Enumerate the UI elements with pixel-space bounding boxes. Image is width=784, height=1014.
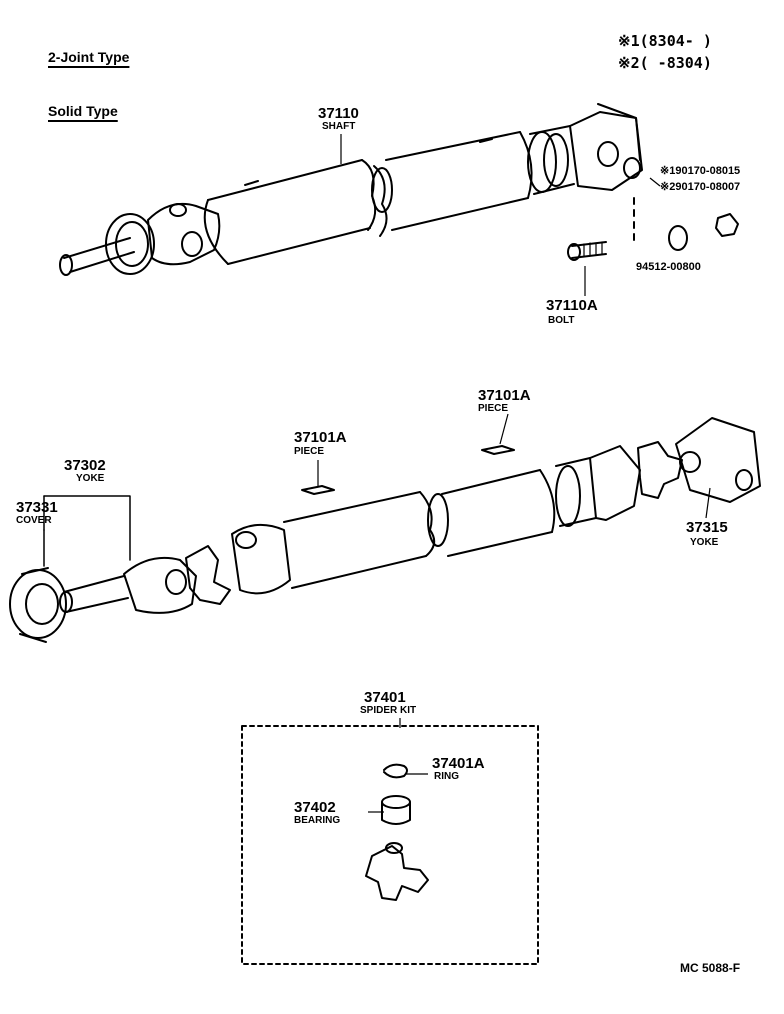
yoke-rear-part-no: 37315: [686, 519, 728, 536]
cover-part-no: 37331: [16, 499, 58, 516]
piece-right-part-name: PIECE: [478, 403, 509, 414]
diagram-code: MC 5088-F: [680, 961, 741, 975]
title-solid: Solid Type: [48, 103, 118, 119]
spider-kit-part-name: SPIDER KIT: [360, 705, 417, 716]
nut-part-no-2: ※290170-08007: [660, 181, 741, 193]
nut-part-no-1: ※190170-08015: [660, 165, 741, 177]
upper-shaft-assembly: [59, 103, 739, 276]
middle-shaft-assembly: [9, 417, 761, 643]
leader-lines: [317, 134, 711, 813]
yoke-front-part-name: YOKE: [76, 473, 105, 484]
legend-2: ※2( -8304): [618, 54, 712, 72]
spider-kit-group: [241, 725, 539, 965]
piece-left-part-no: 37101A: [294, 429, 347, 446]
shaft-part-name: SHAFT: [322, 121, 356, 132]
title-joint: 2-Joint Type: [48, 49, 130, 65]
cover-part-name: COVER: [16, 515, 52, 526]
yoke-rear-part-name: YOKE: [690, 537, 719, 548]
legend-1: ※1(8304- ): [618, 32, 712, 50]
ring-part-name: RING: [434, 771, 459, 782]
bolt-part-no: 37110A: [546, 297, 598, 314]
piece-right-part-no: 37101A: [478, 387, 531, 404]
yoke-front-part-no: 37302: [64, 457, 106, 474]
bolt-part-name: BOLT: [548, 315, 575, 326]
bearing-part-name: BEARING: [294, 815, 341, 826]
shaft-part-no: 37110: [318, 105, 359, 122]
piece-left-part-name: PIECE: [294, 446, 325, 457]
washer-part-no: 94512-00800: [636, 261, 701, 273]
ring-part-no: 37401A: [432, 755, 485, 772]
bearing-part-no: 37402: [294, 799, 336, 816]
spider-kit-part-no: 37401: [364, 689, 406, 706]
